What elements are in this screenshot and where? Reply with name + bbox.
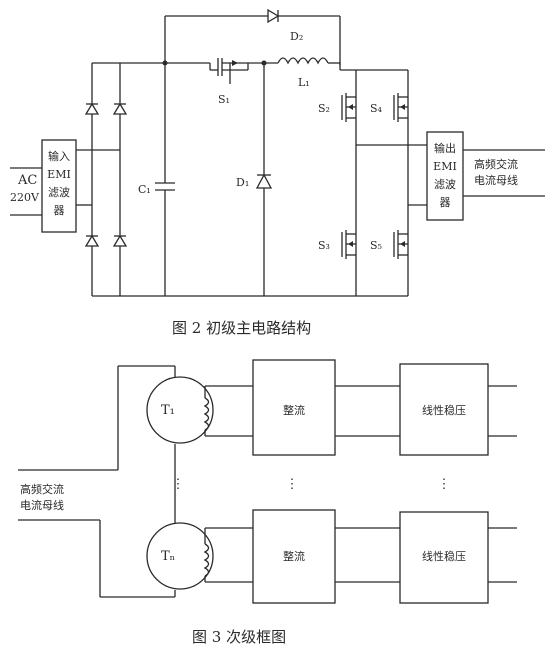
s2-label: S₂: [318, 102, 330, 115]
ellipsis-rectifiers: ⋮: [286, 477, 299, 492]
regulator-box-1: [399, 363, 489, 456]
regulator-label-2: 线性稳压: [422, 549, 466, 563]
transformer-t1: [146, 376, 253, 444]
bridge-diode-2: [112, 102, 128, 115]
ellipsis-regulators: ⋮: [438, 477, 451, 492]
bridge-diode-3: [84, 234, 100, 247]
rectifier-label-1: 整流: [283, 403, 305, 417]
figure-2-caption: 图 2 初级主电路结构: [172, 319, 311, 337]
ellipsis-transformers: ⋮: [172, 477, 185, 492]
s4-switch: [393, 93, 408, 122]
l1-label: L₁: [298, 76, 310, 89]
s5-switch: [393, 230, 408, 259]
s1-switch: [209, 58, 249, 84]
s5-label: S₅: [370, 239, 382, 252]
figure-3-caption: 图 3 次级框图: [192, 628, 286, 646]
regulator-label-1: 线性稳压: [422, 403, 466, 417]
input-filter-line4: 器: [54, 204, 65, 217]
s1-label: S₁: [218, 93, 230, 106]
rectifier-box-1: [252, 359, 336, 456]
figure-3-block-diagram: 高频交流 电流母线 T₁ Tₙ 整流 线性稳压: [18, 359, 517, 646]
rectifier-box-2: [252, 509, 336, 604]
input-filter-line2: EMI: [47, 168, 71, 181]
ac-label: AC: [17, 173, 37, 188]
regulator-box-2: [399, 511, 489, 604]
fig2-hf-line-label-1: 高频交流: [474, 157, 518, 171]
d1-label: D₁: [236, 176, 249, 189]
output-filter-line2: EMI: [433, 160, 457, 173]
s2-switch: [341, 93, 356, 122]
s4-label: S₄: [370, 102, 383, 115]
output-filter-line3: 滤波: [434, 178, 456, 191]
t1-label: T₁: [161, 403, 175, 418]
fig3-hf-line-label-2: 电流母线: [20, 498, 64, 512]
input-emi-filter-box: [41, 139, 77, 233]
bridge-diode-4: [112, 234, 128, 247]
transformer-tn: [146, 522, 253, 590]
s3-label: S₃: [318, 239, 330, 252]
input-filter-line3: 滤波: [48, 186, 70, 199]
figure-2-circuit: AC 220V 输入 EMI 滤波 器: [10, 8, 545, 337]
tn-label: Tₙ: [161, 549, 175, 564]
output-filter-line4: 器: [440, 196, 451, 209]
d1-diode: [255, 173, 273, 189]
c1-label: C₁: [138, 183, 151, 196]
ac-voltage-label: 220V: [10, 191, 40, 204]
bridge-diode-1: [84, 102, 100, 115]
d2-diode: [267, 8, 280, 24]
output-emi-filter-box: [426, 131, 464, 221]
output-filter-line1: 输出: [434, 141, 456, 155]
input-filter-line1: 输入: [48, 149, 70, 163]
d2-label: D₂: [290, 30, 303, 43]
s3-switch: [341, 230, 356, 259]
fig2-hf-line-label-2: 电流母线: [474, 173, 518, 187]
l1-inductor: [277, 57, 329, 65]
fig3-hf-line-label-1: 高频交流: [20, 482, 64, 496]
rectifier-label-2: 整流: [283, 549, 305, 563]
